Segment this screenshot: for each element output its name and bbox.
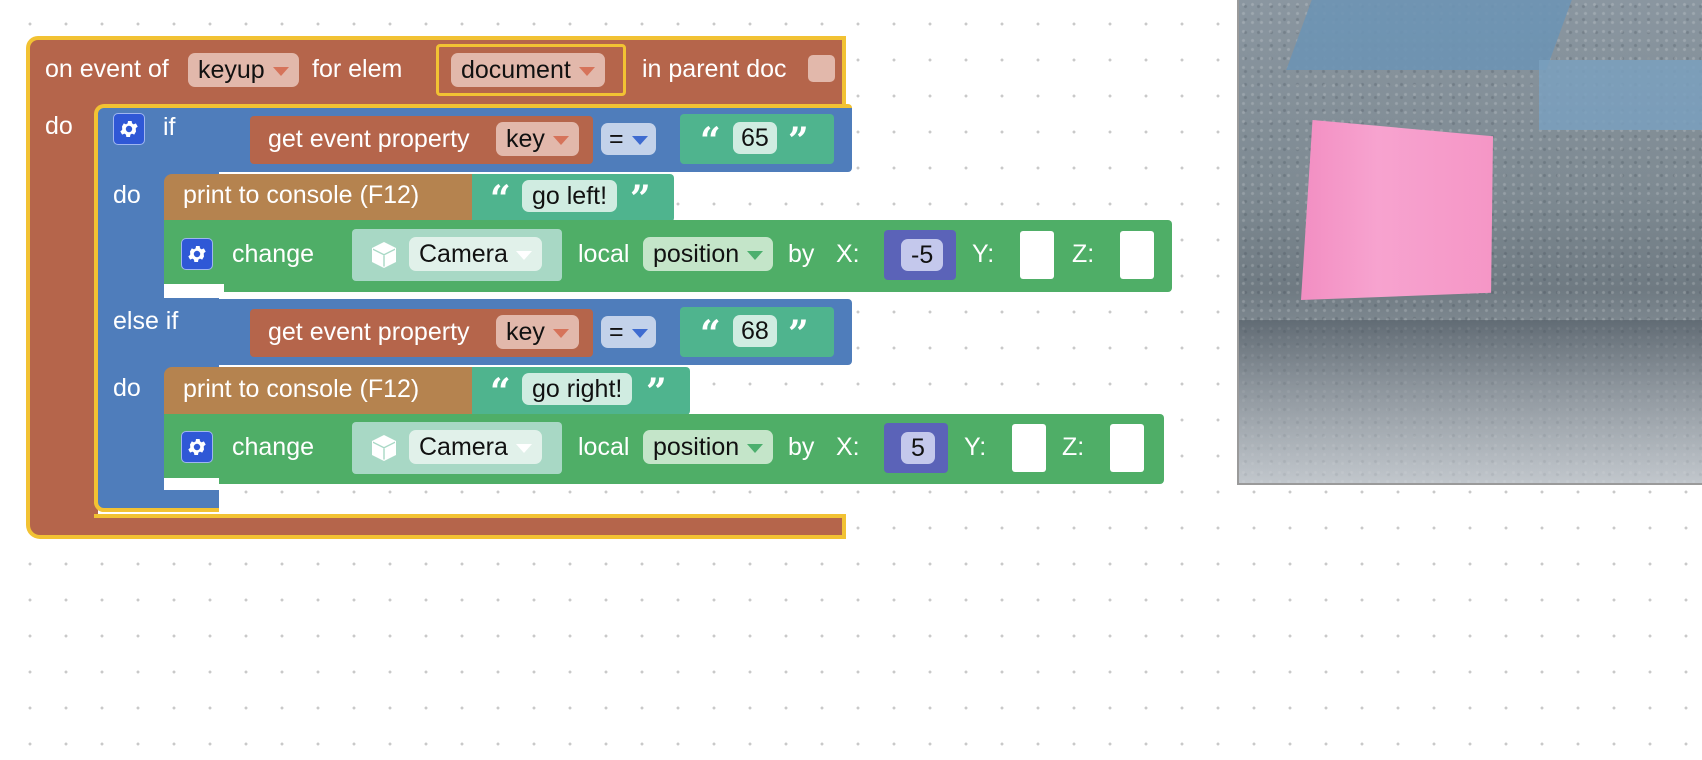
print-label: print to console (F12)	[183, 375, 420, 403]
print-text-field[interactable]: go right!	[522, 373, 633, 405]
chevron-down-icon	[552, 329, 569, 338]
if-do-label: do	[113, 181, 141, 209]
cube-icon	[368, 239, 400, 271]
open-quote-icon: “	[700, 120, 721, 162]
compare-value: 68	[741, 316, 769, 345]
print-text-field[interactable]: go left!	[522, 180, 618, 212]
x-value-field[interactable]: -5	[901, 239, 944, 271]
if-label: if	[163, 113, 176, 141]
cube-icon	[368, 432, 400, 464]
chevron-down-icon	[515, 444, 532, 453]
open-quote-icon: “	[700, 313, 721, 355]
y-value-slot[interactable]	[1020, 231, 1054, 279]
event-mid-label: for elem	[312, 55, 403, 83]
property-dropdown[interactable]: position	[643, 430, 774, 464]
property-value: position	[653, 239, 740, 268]
x-label: X:	[836, 433, 860, 461]
by-label: by	[788, 240, 815, 268]
close-quote-icon: ”	[788, 313, 809, 355]
x-value: -5	[911, 240, 934, 269]
event-name-dropdown[interactable]: keyup	[188, 53, 299, 87]
chevron-down-icon	[272, 67, 289, 76]
gear-icon[interactable]	[181, 238, 213, 270]
chevron-down-icon	[515, 251, 532, 260]
operator-value: =	[609, 317, 624, 346]
z-value-slot[interactable]	[1110, 424, 1144, 472]
print-block[interactable]	[164, 174, 476, 224]
object-dropdown[interactable]: Camera	[409, 237, 542, 271]
operator-dropdown[interactable]: =	[601, 316, 656, 348]
change-label: change	[232, 433, 315, 461]
open-quote-icon: “	[490, 371, 511, 413]
prop-name-value: key	[506, 124, 545, 153]
print-label: print to console (F12)	[183, 181, 420, 209]
space-label: local	[578, 433, 630, 461]
get-prop-label: get event property	[268, 318, 470, 346]
x-value-field[interactable]: 5	[901, 432, 935, 464]
object-value: Camera	[419, 239, 508, 268]
prop-name-dropdown[interactable]: key	[496, 122, 579, 156]
else-if-do-label: do	[113, 374, 141, 402]
compare-value: 65	[741, 123, 769, 152]
print-text-value: go left!	[532, 181, 608, 210]
close-quote-icon: ”	[788, 120, 809, 162]
scene-viewport[interactable]	[1237, 0, 1702, 485]
z-value-slot[interactable]	[1120, 231, 1154, 279]
pink-box-object[interactable]	[1301, 120, 1493, 300]
y-label: Y:	[964, 433, 987, 461]
prop-name-value: key	[506, 317, 545, 346]
chevron-down-icon	[552, 136, 569, 145]
close-quote-icon: ”	[630, 178, 651, 220]
event-do-label: do	[45, 112, 73, 140]
event-prefix-label: on event of	[45, 55, 169, 83]
print-text-value: go right!	[532, 374, 623, 403]
chevron-down-icon	[747, 444, 764, 453]
compare-value-field[interactable]: 68	[733, 315, 777, 347]
parent-doc-checkbox[interactable]	[808, 55, 835, 82]
y-label: Y:	[972, 240, 995, 268]
y-value-slot[interactable]	[1012, 424, 1046, 472]
else-if-label: else if	[113, 307, 179, 335]
operator-value: =	[609, 124, 624, 153]
x-label: X:	[836, 240, 860, 268]
get-prop-label: get event property	[268, 125, 470, 153]
property-value: position	[653, 432, 740, 461]
space-label: local	[578, 240, 630, 268]
prop-name-dropdown[interactable]: key	[496, 315, 579, 349]
chevron-down-icon	[631, 329, 648, 338]
operator-dropdown[interactable]: =	[601, 123, 656, 155]
object-value: Camera	[419, 432, 508, 461]
element-value: document	[461, 55, 571, 84]
x-value: 5	[911, 433, 925, 462]
change-label: change	[232, 240, 315, 268]
z-label: Z:	[1072, 240, 1095, 268]
gear-icon[interactable]	[181, 431, 213, 463]
property-dropdown[interactable]: position	[643, 237, 774, 271]
print-block[interactable]	[164, 367, 476, 417]
chevron-down-icon	[578, 67, 595, 76]
object-dropdown[interactable]: Camera	[409, 430, 542, 464]
z-label: Z:	[1062, 433, 1085, 461]
element-dropdown[interactable]: document	[451, 53, 605, 87]
event-name-value: keyup	[198, 55, 265, 84]
gear-icon[interactable]	[113, 113, 145, 145]
chevron-down-icon	[747, 251, 764, 260]
compare-value-field[interactable]: 65	[733, 122, 777, 154]
open-quote-icon: “	[490, 178, 511, 220]
chevron-down-icon	[631, 136, 648, 145]
by-label: by	[788, 433, 815, 461]
event-suffix-label: in parent doc	[642, 55, 787, 83]
close-quote-icon: ”	[646, 371, 667, 413]
